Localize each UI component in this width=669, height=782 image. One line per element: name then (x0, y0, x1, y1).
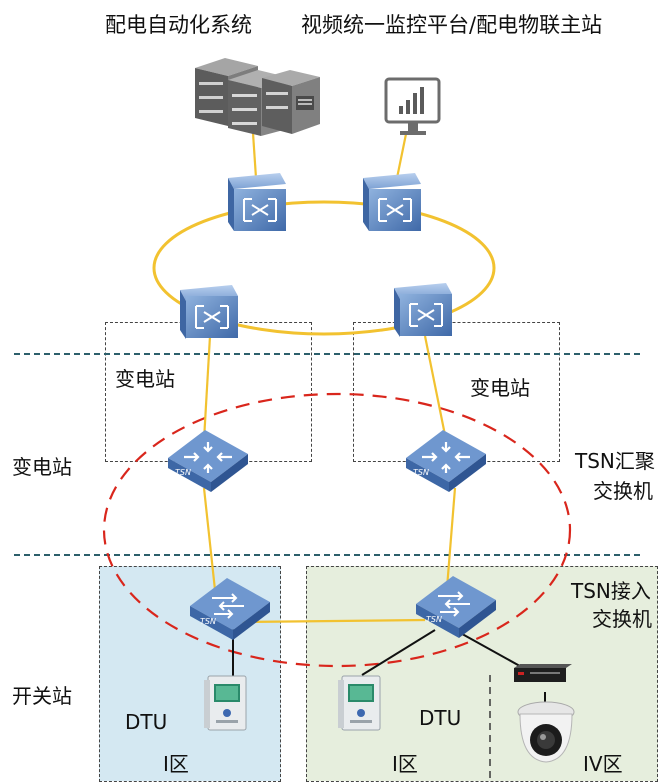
monitor-chart-icon (384, 77, 441, 135)
tsn-access-switch-icon-right: TSN (416, 576, 496, 638)
link-access-to-access (239, 618, 426, 624)
switchgear-station-label: 开关站 (12, 684, 72, 708)
title-video-monitoring-platform: 视频统一监控平台/配电物联主站 (301, 13, 603, 37)
title-distribution-automation: 配电自动化系统 (105, 13, 252, 37)
tsn-aggregation-label-line2: 交换机 (593, 479, 653, 503)
tsn-badge: TSN (175, 468, 191, 477)
link-right-access-to-dtu (361, 629, 436, 676)
backbone-switch-icon-2 (363, 173, 421, 231)
backbone-switch-icon-3 (180, 285, 238, 339)
zone-i-left-label: I区 (163, 752, 189, 776)
tsn-badge: TSN (200, 617, 216, 626)
dtu-device-icon-left (204, 675, 247, 731)
tsn-badge: TSN (426, 615, 442, 624)
tsn-aggregation-switch-icon-right: TSN (406, 430, 486, 492)
separator-bottom (14, 554, 640, 556)
substation-right-label: 变电站 (470, 376, 530, 400)
server-icon (195, 58, 320, 136)
backbone-switch-icon-1 (228, 173, 286, 231)
link-right-agg-to-access (445, 487, 457, 589)
backbone-switch-icon-4 (394, 283, 452, 337)
tsn-access-label-line2: 交换机 (592, 607, 652, 631)
dtu-right-label: DTU (419, 706, 462, 730)
link-monitor-to-router (395, 133, 408, 179)
tsn-access-switch-icon-left: TSN (190, 578, 270, 640)
dtu-left-label: DTU (125, 710, 168, 734)
zone-iv-label: IV区 (583, 752, 623, 776)
tsn-ring-boundary (102, 392, 572, 668)
tsn-aggregation-label-line1: TSN汇聚 (575, 449, 655, 473)
tsn-access-label-line1: TSN接入 (571, 579, 651, 603)
video-recorder-icon (514, 664, 572, 682)
link-left-agg-to-access (202, 487, 217, 591)
backbone-ring (152, 200, 496, 336)
link-right-access-to-nvr (454, 629, 528, 671)
dtu-device-icon-right (338, 675, 381, 731)
dome-camera-icon (517, 701, 575, 763)
substation-side-label: 变电站 (12, 455, 72, 479)
link-right-router-to-agg (423, 335, 448, 441)
tsn-badge: TSN (413, 468, 429, 477)
zone-i-right-label: I区 (392, 752, 418, 776)
substation-left-label: 变电站 (115, 367, 175, 391)
link-left-router-to-agg (202, 335, 212, 441)
tsn-aggregation-switch-icon-left: TSN (168, 430, 248, 492)
separator-top (14, 353, 640, 355)
